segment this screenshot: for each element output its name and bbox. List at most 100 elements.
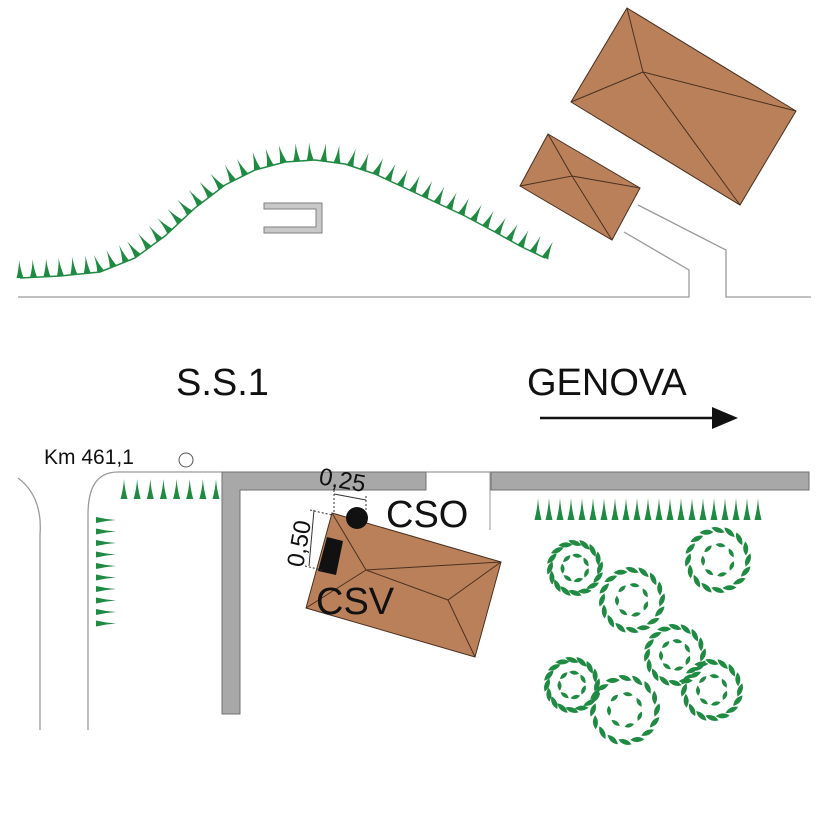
grass-hedge-lower — [96, 479, 762, 627]
grass-tuft-icon — [96, 517, 116, 523]
grass-tuft-icon — [346, 148, 356, 167]
csv-label: CSV — [316, 581, 395, 623]
dimension-horizontal-label: 0,25 — [317, 463, 368, 498]
grass-tuft-icon — [210, 173, 225, 190]
grass-tuft-icon — [644, 498, 652, 520]
grass-tuft-icon — [96, 574, 116, 581]
grass-tuft-icon — [611, 498, 619, 520]
grass-tuft-icon — [458, 197, 469, 216]
dimension-horizontal — [333, 490, 367, 512]
upper-road-edge — [18, 204, 811, 298]
grass-tuft-icon — [96, 528, 116, 535]
grass-tuft-icon — [106, 250, 117, 269]
grass-tuft-icon — [96, 620, 116, 627]
grass-tuft-icon — [578, 498, 586, 520]
direction-label: GENOVA — [527, 362, 687, 404]
grass-tuft-icon — [505, 224, 518, 242]
grass-tuft-icon — [148, 225, 163, 243]
grass-tuft-icon — [173, 479, 181, 499]
grass-tuft-icon — [372, 158, 384, 176]
grass-tuft-icon — [655, 498, 663, 520]
grass-tuft-icon — [732, 498, 740, 520]
arrow-right-icon — [540, 407, 738, 429]
grass-tuft-icon — [16, 260, 24, 279]
cso-label: CSO — [386, 494, 468, 536]
tree-icon — [590, 675, 660, 745]
grass-tuft-icon — [306, 142, 314, 161]
grass-tuft-icon — [359, 152, 369, 172]
tree-cluster — [544, 527, 751, 745]
grass-tuft-icon — [186, 479, 194, 499]
grass-tuft-icon — [534, 498, 542, 520]
grass-tuft-icon — [278, 145, 287, 164]
grass-tuft-icon — [494, 217, 506, 235]
grass-tuft-icon — [138, 233, 152, 251]
grass-tuft-icon — [445, 192, 457, 211]
grass-tuft-icon — [157, 218, 173, 234]
grass-tuft-icon — [177, 199, 193, 216]
grass-hedge-upper — [16, 142, 553, 279]
dimension-vertical-label: 0,50 — [282, 518, 317, 569]
grass-tuft-icon — [96, 597, 116, 604]
tree-icon — [681, 659, 743, 721]
kilometre-label: Km 461,1 — [44, 446, 134, 469]
grass-tuft-icon — [199, 181, 214, 199]
grass-tuft-icon — [721, 498, 729, 520]
tree-icon — [685, 527, 751, 593]
grass-tuft-icon — [743, 498, 751, 520]
grass-tuft-icon — [600, 498, 608, 520]
hedge-baseline — [19, 159, 546, 279]
road-name-label: S.S.1 — [176, 362, 269, 404]
grass-tuft-icon — [212, 479, 220, 499]
grass-tuft-icon — [699, 498, 707, 520]
grass-tuft-icon — [754, 498, 762, 520]
grass-tuft-icon — [545, 498, 553, 520]
grass-tuft-icon — [384, 163, 396, 182]
tree-icon — [544, 657, 600, 713]
grass-tuft-icon — [96, 563, 116, 569]
grass-tuft-icon — [396, 169, 408, 188]
grass-tuft-icon — [96, 551, 116, 558]
upper-building-large — [570, 7, 797, 206]
grass-tuft-icon — [119, 244, 129, 264]
grass-tuft-icon — [199, 479, 207, 499]
grass-tuft-icon — [96, 609, 116, 615]
grass-tuft-icon — [556, 498, 564, 520]
grass-tuft-icon — [236, 158, 249, 177]
grass-tuft-icon — [96, 586, 116, 592]
grass-tuft-icon — [133, 479, 141, 499]
grass-tuft-icon — [265, 148, 274, 167]
tree-icon — [644, 624, 706, 686]
grass-tuft-icon — [167, 209, 183, 225]
u-shaped-structure — [263, 202, 323, 234]
grass-tuft-icon — [159, 479, 167, 499]
cso-marker — [346, 507, 368, 529]
grass-tuft-icon — [56, 258, 64, 277]
csv-marker — [318, 537, 343, 575]
lower-building — [305, 512, 502, 658]
grass-tuft-icon — [320, 143, 328, 162]
grass-tuft-icon — [589, 498, 597, 520]
grass-tuft-icon — [70, 256, 78, 275]
side-road-curve — [17, 471, 222, 730]
grass-tuft-icon — [567, 498, 575, 520]
grass-tuft-icon — [688, 498, 696, 520]
grass-tuft-icon — [433, 186, 445, 205]
grass-tuft-icon — [333, 145, 341, 164]
grass-tuft-icon — [529, 235, 541, 254]
grass-tuft-icon — [96, 540, 116, 546]
grass-tuft-icon — [146, 479, 154, 499]
grass-tuft-icon — [120, 479, 128, 499]
grass-tuft-icon — [666, 498, 674, 520]
grass-tuft-icon — [409, 175, 421, 193]
grass-tuft-icon — [29, 259, 37, 278]
grass-tuft-icon — [677, 498, 685, 520]
grass-tuft-icon — [622, 498, 630, 520]
grass-tuft-icon — [710, 498, 718, 520]
grass-tuft-icon — [224, 164, 237, 183]
tree-icon — [547, 540, 603, 596]
km-marker-circle-icon — [178, 452, 194, 468]
grass-tuft-icon — [541, 241, 553, 260]
grass-tuft-icon — [127, 241, 141, 259]
